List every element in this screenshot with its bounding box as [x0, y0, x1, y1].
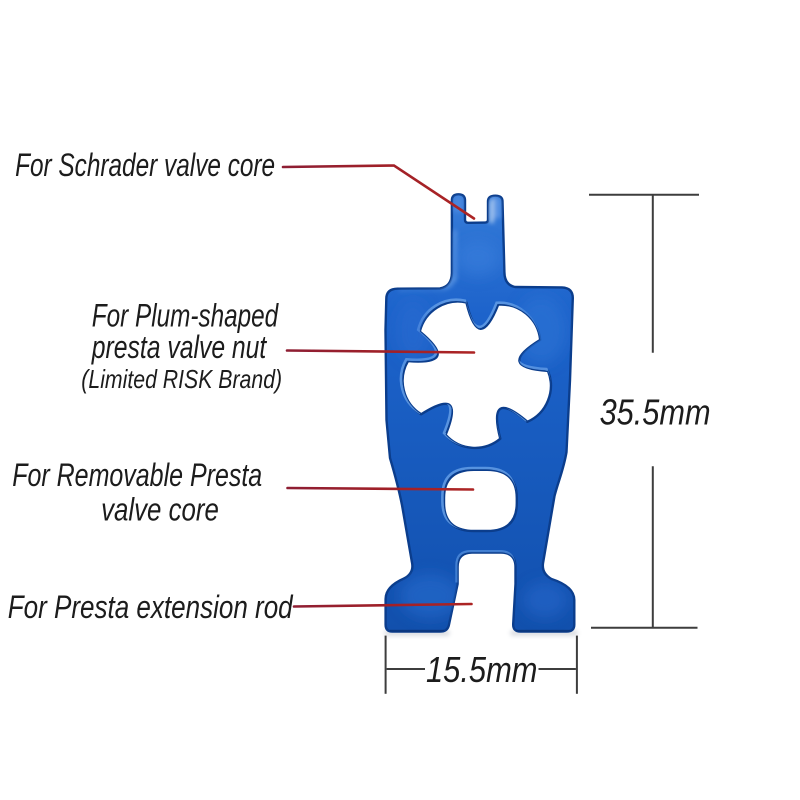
svg-text:35.5mm: 35.5mm: [600, 391, 711, 432]
svg-text:presta valve nut: presta valve nut: [91, 329, 267, 365]
svg-text:For Plum-shaped: For Plum-shaped: [92, 298, 279, 334]
svg-text:valve core: valve core: [101, 492, 219, 528]
svg-text:15.5mm: 15.5mm: [426, 649, 538, 690]
svg-text:For Schrader valve core: For Schrader valve core: [15, 147, 275, 183]
svg-text:(Limited RISK Brand): (Limited RISK Brand): [81, 364, 282, 394]
svg-text:For Removable Presta: For Removable Presta: [12, 457, 262, 493]
svg-text:For Presta extension rod: For Presta extension rod: [8, 589, 294, 625]
